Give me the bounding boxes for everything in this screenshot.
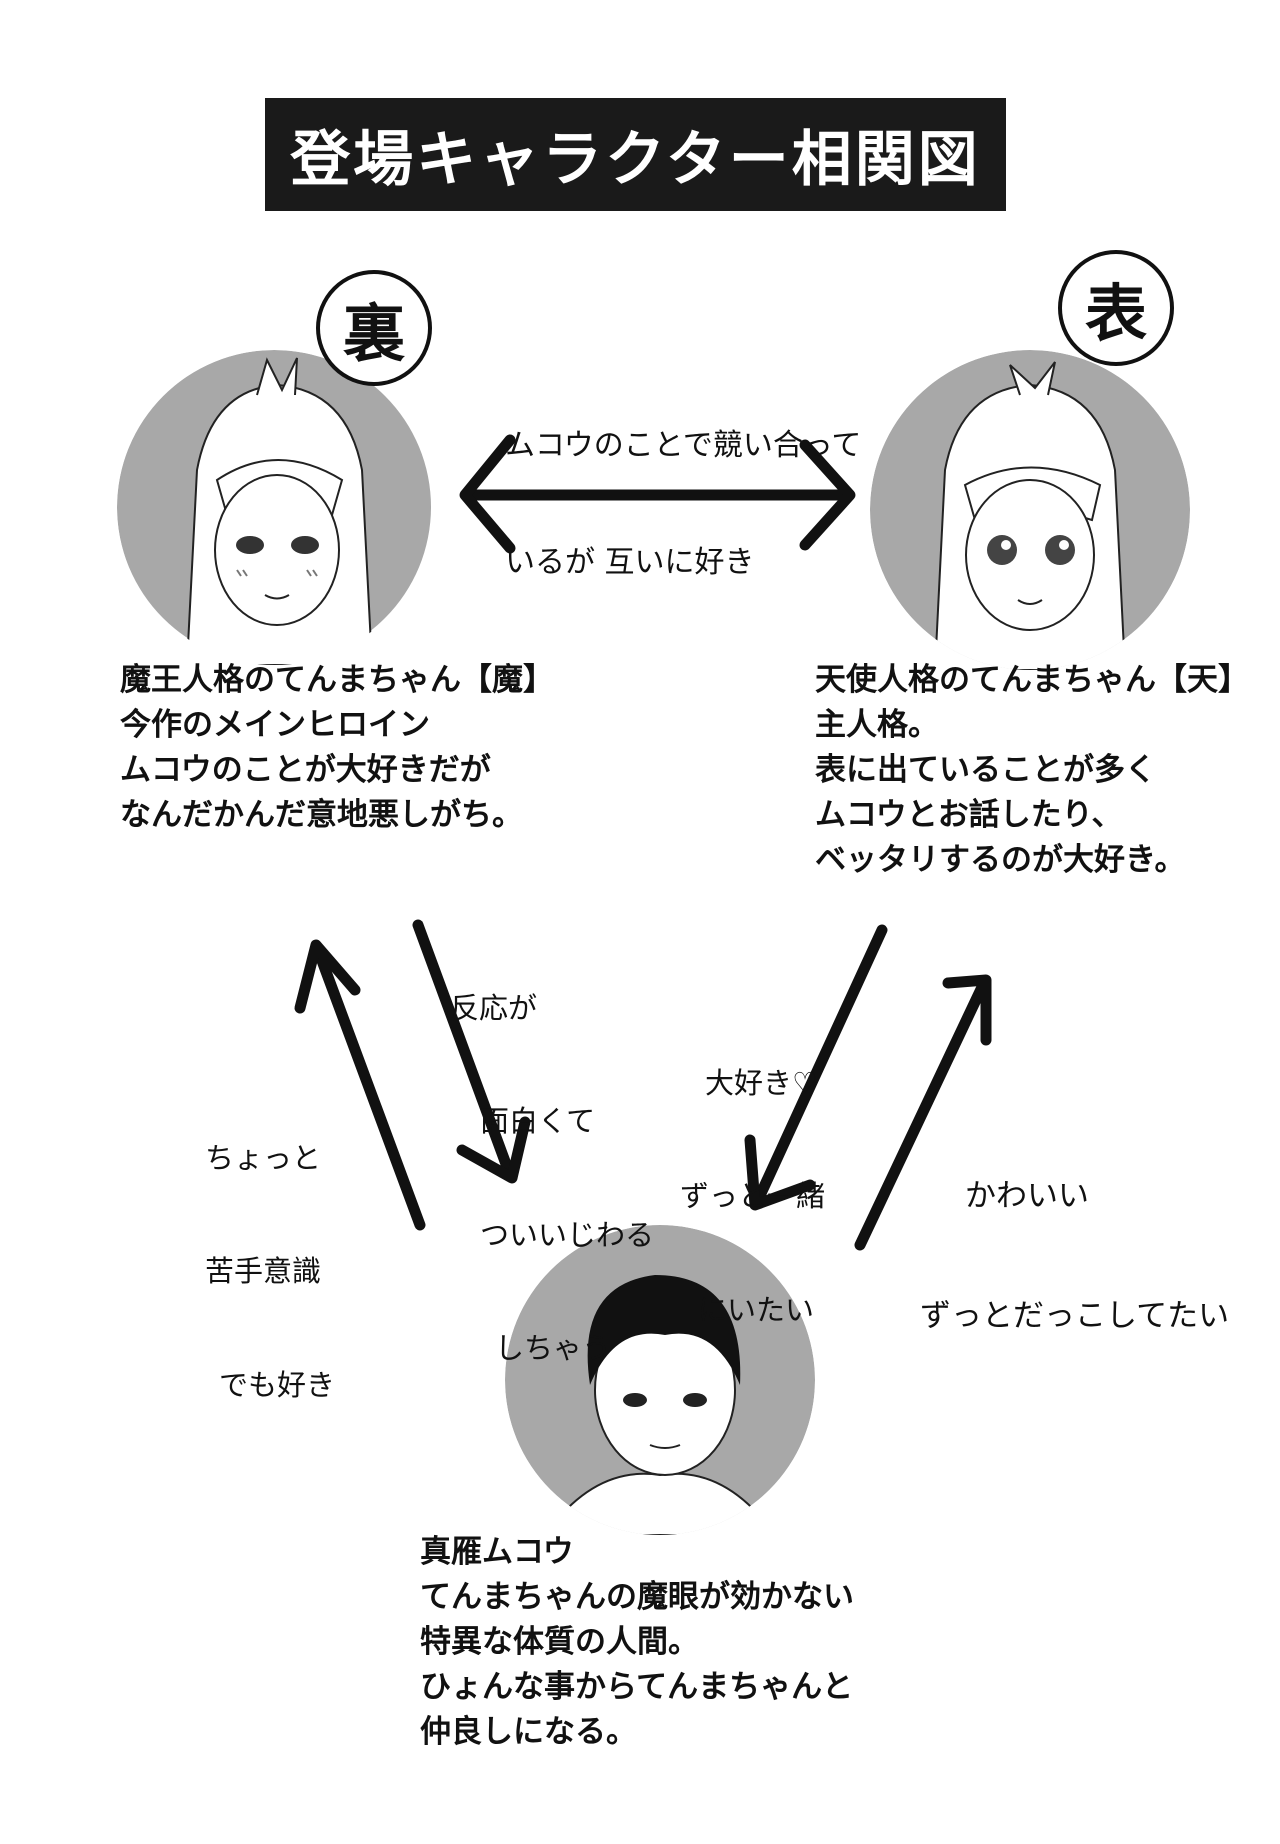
desc-ma-line: なんだかんだ意地悪しがち。	[120, 797, 523, 833]
desc-ten-line: ムコウとお話したり、	[815, 797, 1123, 833]
note-ma-to-mukou-line: しちゃう	[495, 1330, 612, 1365]
ten-girl-illustration	[870, 350, 1190, 670]
desc-mukou-line: 真雁ムコウ	[420, 1534, 574, 1570]
page-title: 登場キャラクター相関図	[290, 125, 981, 195]
desc-mukou: 真雁ムコウ てんまちゃんの魔眼が効かない 特異な体質の人間。 ひょんな事からてん…	[420, 1530, 854, 1755]
note-mutual-line: いるが 互いに好き	[505, 545, 755, 580]
note-ma-to-mukou: 反応が 面白くて ついいじわる しちゃう	[450, 915, 654, 1405]
note-mukou-to-ma-line: でも好き	[219, 1367, 336, 1402]
note-mukou-to-ma: ちょっと 苦手意識 でも好き	[205, 1065, 335, 1442]
desc-ma-line: 魔王人格のてんまちゃん【魔】	[120, 662, 554, 698]
portrait-ma	[117, 350, 432, 665]
note-ten-to-mukou-line: にいたい	[698, 1292, 815, 1327]
note-ten-to-mukou-line: ずっと一緒	[680, 1179, 826, 1214]
note-mukou-to-ten-line: ずっとだっこしてたい	[920, 1298, 1230, 1335]
note-mutual-line: ムコウのことで競い合って	[505, 428, 862, 463]
title-banner: 登場キャラクター相関図	[265, 98, 1006, 211]
mukou-boy-illustration	[505, 1225, 815, 1535]
note-ma-to-mukou-line: ついいじわる	[480, 1217, 655, 1252]
note-ten-to-mukou-line: 大好き♡	[705, 1066, 818, 1101]
badge-omote: 表	[1058, 250, 1174, 366]
badge-ura: 裏	[316, 270, 432, 386]
desc-ma-line: 今作のメインヒロイン	[120, 707, 430, 743]
ma-girl-illustration	[117, 350, 431, 665]
desc-ten-line: 主人格。	[815, 707, 939, 743]
note-mukou-to-ma-line: 苦手意識	[205, 1254, 322, 1289]
note-ma-to-mukou-line: 反応が	[450, 991, 538, 1026]
desc-ma-line: ムコウのことが大好きだが	[120, 752, 491, 788]
portrait-mukou	[505, 1225, 815, 1535]
note-mukou-to-ten-line: かわいい	[965, 1177, 1089, 1214]
desc-mukou-line: 特異な体質の人間。	[420, 1624, 699, 1660]
note-mutual: ムコウのことで競い合って いるが 互いに好き	[505, 348, 861, 621]
desc-mukou-line: てんまちゃんの魔眼が効かない	[420, 1579, 854, 1615]
note-mukou-to-ten: かわいい ずっとだっこしてたい	[920, 1095, 1229, 1377]
desc-ma: 魔王人格のてんまちゃん【魔】 今作のメインヒロイン ムコウのことが大好きだが な…	[120, 658, 554, 838]
desc-ten-line: ベッタリするのが大好き。	[815, 842, 1186, 878]
desc-mukou-line: ひょんな事からてんまちゃんと	[420, 1669, 854, 1705]
portrait-ten	[870, 350, 1190, 670]
desc-mukou-line: 仲良しになる。	[420, 1714, 637, 1750]
note-ten-to-mukou: 大好き♡ ずっと一緒 にいたい	[680, 990, 825, 1367]
note-mukou-to-ma-line: ちょっと	[205, 1141, 322, 1176]
desc-ten: 天使人格のてんまちゃん【天】 主人格。 表に出ていることが多く ムコウとお話した…	[815, 658, 1249, 883]
desc-ten-line: 表に出ていることが多く	[815, 752, 1156, 788]
note-ma-to-mukou-line: 面白くて	[480, 1104, 596, 1139]
desc-ten-line: 天使人格のてんまちゃん【天】	[815, 662, 1249, 698]
